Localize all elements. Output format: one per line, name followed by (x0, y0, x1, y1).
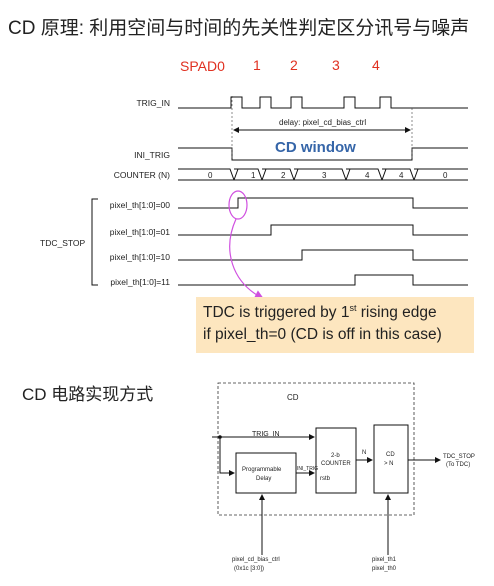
counter-block-line2: COUNTER (321, 461, 351, 467)
signal-pixel-th-01: pixel_th[1:0]=01 (109, 227, 170, 237)
counter-value: 1 (251, 171, 256, 180)
delay-block-line1: Programmable (242, 467, 282, 473)
highlight-arrow (229, 218, 265, 300)
delay-block-line2: Delay (256, 476, 272, 482)
page-title: CD 原理: 利用空间与时间的先关性判定区分讯号与噪声 (8, 18, 470, 39)
compare-block (373, 424, 409, 494)
th-input-line2: pixel_th0 (372, 566, 397, 572)
signal-pixel-th-10: pixel_th[1:0]=10 (109, 252, 170, 262)
delay-label: delay: pixel_cd_bias_ctrl (279, 118, 367, 127)
trig-in-waveform (178, 96, 468, 109)
signal-counter: COUNTER (N) (113, 170, 170, 180)
counter-bus (178, 168, 468, 181)
counter-block-line1: 2-b (331, 453, 340, 459)
note-box (196, 297, 474, 353)
counter-value: 4 (399, 171, 404, 180)
cd-box-label: CD (287, 393, 299, 402)
bias-input-line2: (0x1c [3:0]) (234, 566, 265, 572)
th-input-line1: pixel_th1 (372, 557, 397, 563)
n-label: N (362, 450, 367, 456)
pulse-label-4: 4 (372, 57, 380, 73)
counter-value: 3 (322, 171, 327, 180)
pulse-label-3: 3 (332, 57, 340, 73)
rstb-label: rstb (320, 476, 331, 482)
compare-block-line1: CD (386, 452, 395, 458)
highlight-circle (228, 190, 248, 220)
tdc-stop-11 (178, 274, 468, 286)
tdc-stop-10 (178, 249, 468, 261)
programmable-delay-block (235, 452, 297, 494)
ini-trig-label: INI_TRIG (297, 466, 319, 472)
tdc-stop-00 (178, 197, 468, 209)
counter-value: 4 (365, 171, 370, 180)
signal-ini-trig: INI_TRIG (134, 150, 170, 160)
trig-in-label: TRIG_IN (252, 431, 280, 438)
counter-value: 0 (208, 171, 213, 180)
signal-pixel-th-00: pixel_th[1:0]=00 (109, 200, 170, 210)
signal-tdc-stop: TDC_STOP (40, 238, 86, 248)
counter-value: 2 (281, 171, 286, 180)
output-label-line2: (To TDC) (446, 462, 471, 468)
pulse-label-2: 2 (290, 57, 298, 73)
output-label-line1: TDC_STOP (443, 454, 475, 460)
tdc-stop-01 (178, 224, 468, 236)
cd-outer-box (217, 382, 415, 516)
bias-input-line1: pixel_cd_bias_ctrl (232, 557, 280, 563)
ini-trig-waveform (178, 147, 468, 161)
signal-pixel-th-11: pixel_th[1:0]=11 (110, 277, 170, 287)
signal-trig-in: TRIG_IN (136, 98, 170, 108)
pulse-label-1: 1 (253, 57, 261, 73)
note-line-2: if pixel_th=0 (CD is off in this case) (203, 326, 442, 343)
pulse-label-spad0: SPAD0 (180, 58, 225, 74)
compare-block-line2: > N (384, 461, 394, 467)
counter-value: 0 (443, 171, 448, 180)
cd-window-label: CD window (275, 139, 356, 156)
section-title: CD 电路实现方式 (22, 385, 154, 404)
tdc-stop-brace (91, 198, 98, 286)
note-line-1: TDC is triggered by 1st rising edge (203, 303, 437, 322)
